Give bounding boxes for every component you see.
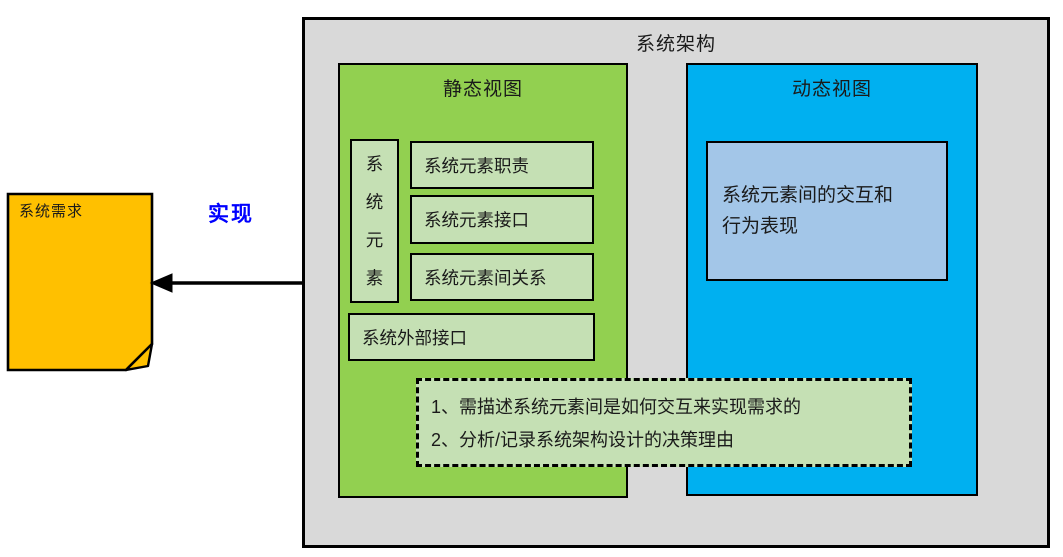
dynamic-view-title: 动态视图 [791, 79, 872, 100]
element-relationships-box: 系统元素间关系 [410, 253, 594, 301]
system-elements-box: 系 统 元 素 [350, 139, 399, 303]
external-interface-box: 系统外部接口 [348, 313, 595, 361]
system-architecture-title: 系统架构 [635, 34, 716, 55]
annotation-notes-box: 1、需描述系统元素间是如何交互来实现需求的 2、分析/记录系统架构设计的决策理由 [416, 378, 912, 467]
system-architecture-box: 系统架构 静态视图 系 统 元 素 系统元素职责 系统元素接口 系统元素间关系 … [302, 17, 1050, 548]
annotation-line-1: 1、需描述系统元素间是如何交互来实现需求的 [431, 397, 802, 417]
requirements-note-label: 系统需求 [19, 203, 84, 220]
static-view-title: 静态视图 [442, 79, 523, 100]
interaction-behavior-box: 系统元素间的交互和 行为表现 [706, 141, 948, 281]
implements-arrow [149, 273, 306, 293]
requirements-note: 系统需求 [6, 192, 156, 374]
element-interfaces-box: 系统元素接口 [410, 195, 594, 244]
implements-label: 实现 [208, 203, 254, 226]
element-responsibilities-box: 系统元素职责 [410, 141, 594, 189]
annotation-line-2: 2、分析/记录系统架构设计的决策理由 [431, 430, 735, 450]
sticky-note-shape [6, 192, 154, 372]
